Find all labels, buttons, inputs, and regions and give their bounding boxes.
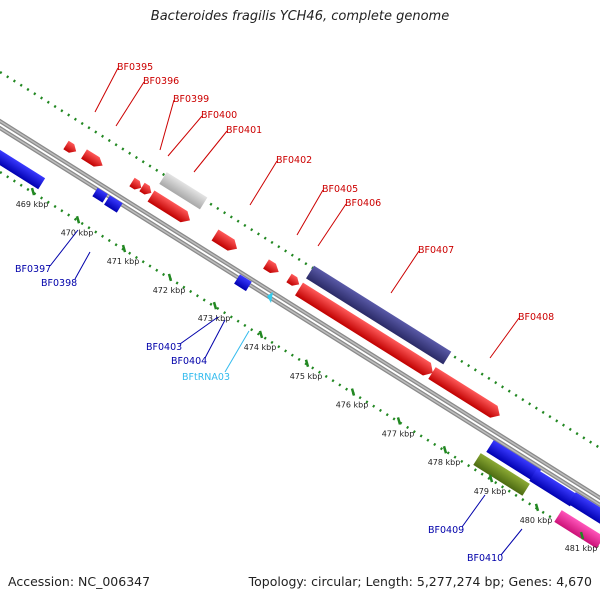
label-leader-line — [193, 130, 228, 173]
genome-summary-text: Topology: circular; Length: 5,277,274 bp… — [248, 574, 592, 589]
forward-gene-label[interactable]: BF0408 — [518, 312, 554, 323]
gene-BFtRNA03[interactable] — [267, 292, 273, 303]
label-leader-line — [159, 99, 175, 151]
forward-gene-label[interactable]: BF0407 — [418, 245, 454, 256]
gene-BF0401[interactable] — [147, 190, 194, 225]
forward-gene-label[interactable]: BF0400 — [201, 110, 237, 121]
scale-tick-label: 473 kbp — [198, 314, 231, 323]
gene-BF0408b[interactable] — [428, 367, 503, 421]
scale-tick — [75, 215, 81, 224]
scale-tick — [258, 330, 264, 339]
scale-tick — [350, 388, 356, 396]
label-leader-line — [390, 250, 420, 294]
upper-scale-line — [0, 70, 600, 450]
gene-labels: BF0395BF0396BF0399BF0400BF0401BF0402BF04… — [15, 62, 554, 564]
label-leader-line — [49, 229, 79, 267]
label-leader-line — [115, 81, 145, 127]
label-leader-line — [74, 251, 91, 280]
gene-BF0397[interactable] — [0, 114, 46, 190]
scale-ticks: 469 kbp 470 kbp 471 kbp 472 kbp 473 kbp 474 k… — [16, 187, 598, 553]
label-leader-line — [94, 67, 119, 113]
label-leader-line — [204, 319, 226, 359]
gene-BF0408a[interactable] — [295, 282, 437, 380]
forward-gene-label[interactable]: BF0399 — [173, 94, 209, 105]
gene-BF0398a[interactable] — [92, 187, 108, 203]
label-leader-line — [489, 317, 520, 359]
label-leader-line — [461, 494, 486, 528]
scale-tick-label: 472 kbp — [153, 286, 186, 295]
label-leader-line — [224, 330, 250, 373]
gene-BF0409a[interactable] — [486, 440, 542, 482]
gene-BF0402[interactable] — [211, 229, 241, 254]
scale-tick — [212, 301, 218, 310]
gene-BF0403[interactable] — [234, 274, 252, 292]
scale-tick — [121, 244, 127, 253]
gene-BF0406[interactable] — [286, 273, 301, 289]
accession-text: Accession: NC_006347 — [8, 574, 151, 589]
forward-gene-label[interactable]: BF0406 — [345, 198, 381, 209]
scale-tick-label: 471 kbp — [107, 257, 140, 266]
reverse-gene-label[interactable]: BF0403 — [146, 342, 182, 353]
gene-BF0396[interactable] — [81, 149, 105, 170]
scale-tick — [442, 445, 448, 454]
scale-tick-label: 478 kbp — [428, 458, 461, 467]
scale-tick-label: 480 kbp — [520, 516, 553, 525]
scale-tick-label: 475 kbp — [290, 372, 323, 381]
forward-gene-label[interactable]: BF0402 — [276, 155, 312, 166]
reverse-gene-label[interactable]: BF0404 — [171, 356, 207, 367]
scale-tick-label: 479 kbp — [474, 487, 507, 496]
scale-tick — [488, 474, 494, 483]
reverse-gene-label[interactable]: BF0398 — [41, 278, 77, 289]
label-leader-line — [167, 115, 203, 157]
reverse-gene-label[interactable]: BF0397 — [15, 264, 51, 275]
scale-tick-label: 470 kbp — [61, 228, 94, 237]
forward-gene-label[interactable]: BF0405 — [322, 184, 358, 195]
forward-gene-label[interactable]: BF0395 — [117, 62, 153, 73]
scale-tick-label: 474 kbp — [244, 343, 277, 352]
gene-BF0399b[interactable] — [139, 182, 154, 197]
genome-backbone — [0, 118, 600, 508]
scale-tick — [579, 531, 585, 540]
gene-BF0395[interactable] — [63, 140, 78, 156]
gene-BF0407[interactable] — [306, 265, 452, 365]
scale-tick — [30, 187, 36, 196]
scale-tick-label: 477 kbp — [382, 429, 415, 438]
gene-features — [0, 114, 600, 549]
scale-tick — [396, 417, 402, 425]
forward-gene-label[interactable]: BF0396 — [143, 76, 179, 87]
label-leader-line — [179, 316, 219, 345]
scale-tick — [534, 503, 540, 512]
gene-BF0410a[interactable] — [568, 492, 600, 526]
scale-tick — [167, 273, 173, 282]
gene-BF0398b[interactable] — [104, 195, 123, 213]
gene-BF0405[interactable] — [263, 259, 282, 276]
reverse-gene-label[interactable]: BF0410 — [467, 553, 503, 564]
gene-BF0409b[interactable] — [529, 469, 578, 507]
scale-tick — [304, 359, 310, 368]
scale-tick-label: 469 kbp — [16, 200, 49, 209]
gene-BF0410b[interactable] — [554, 510, 600, 549]
reverse-gene-label[interactable]: BF0409 — [428, 525, 464, 536]
forward-gene-label[interactable]: BF0401 — [226, 125, 262, 136]
label-leader-line — [296, 189, 324, 236]
label-leader-line — [249, 160, 278, 206]
map-title: Bacteroides fragilis YCH46, complete gen… — [150, 9, 450, 24]
scale-tick-label: 481 kbp — [565, 544, 598, 553]
label-leader-line — [317, 203, 347, 247]
label-leader-line — [500, 528, 523, 556]
scale-tick-label: 476 kbp — [336, 401, 369, 410]
gene-BF0409c[interactable] — [473, 453, 530, 496]
gene-BF0399a[interactable] — [129, 177, 144, 192]
gene-BF0400[interactable] — [159, 172, 208, 210]
reverse-gene-label[interactable]: BFtRNA03 — [182, 372, 230, 383]
